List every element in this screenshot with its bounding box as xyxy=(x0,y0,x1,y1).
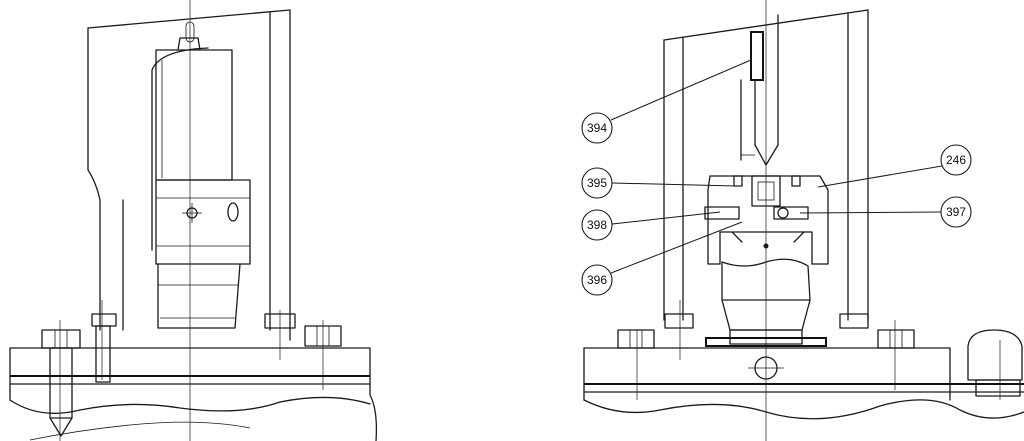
callout-396: 396 xyxy=(581,221,743,296)
callout-label-394: 394 xyxy=(587,121,607,135)
callout-label-246: 246 xyxy=(946,153,966,167)
callout-398: 398 xyxy=(581,209,721,241)
callout-246: 246 xyxy=(817,144,972,188)
callout-label-398: 398 xyxy=(587,218,607,232)
callout-397: 397 xyxy=(799,196,972,228)
callout-395: 395 xyxy=(581,167,736,199)
callout-label-396: 396 xyxy=(587,273,607,287)
callout-label-397: 397 xyxy=(946,205,966,219)
right-view xyxy=(583,0,1024,441)
left-view xyxy=(9,0,378,441)
callout-394: 394 xyxy=(581,59,752,144)
callout-label-395: 395 xyxy=(587,176,607,190)
